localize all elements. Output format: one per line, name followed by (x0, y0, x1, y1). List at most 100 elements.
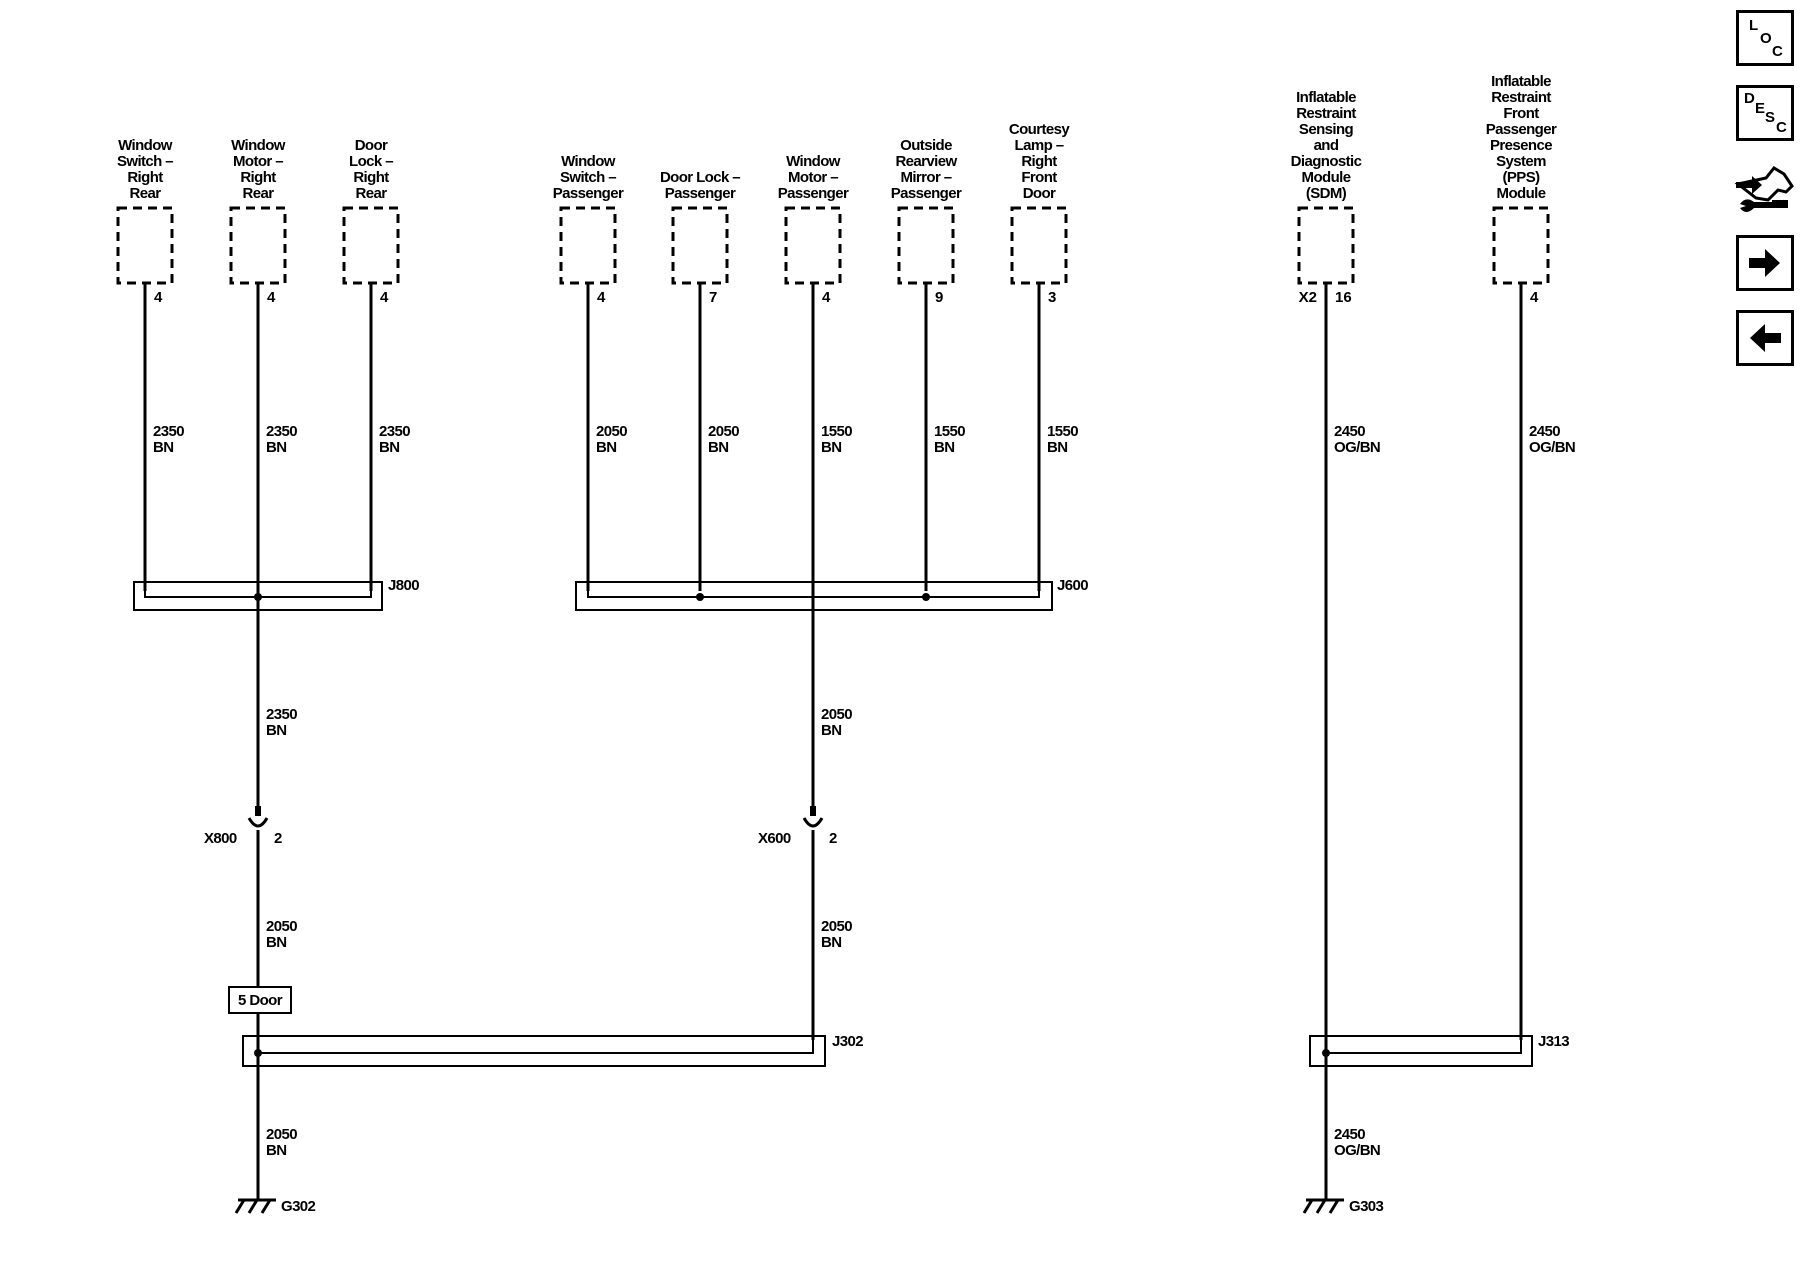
component-box (784, 206, 842, 285)
svg-text:1550: 1550 (1047, 423, 1078, 440)
component-label-line: Right (1021, 153, 1057, 170)
ground-label: G302 (281, 1198, 316, 1215)
splice-pack-j800: J800 (133, 577, 420, 611)
component-label-line: Right (240, 169, 276, 186)
location-button[interactable]: L O C (1736, 10, 1794, 66)
component-label-line: Outside (900, 137, 952, 154)
svg-text:2050: 2050 (821, 706, 852, 723)
connector-name: X600 (758, 830, 791, 847)
component-label-line: Door Lock – (660, 169, 740, 186)
component-pin: 16 (1335, 289, 1352, 306)
component-label-line: Passenger (665, 185, 736, 202)
splice-pack-j302: J302 (242, 1033, 864, 1067)
component-box (559, 206, 617, 285)
component-pin: 4 (597, 289, 606, 306)
component-label-line: Rear (243, 185, 275, 202)
component-label-line: Motor – (788, 169, 838, 186)
component-pin: 9 (935, 289, 943, 306)
loc-letter-c: C (1772, 43, 1783, 60)
component-label-line: Lock – (349, 153, 393, 170)
component-label-line: Switch – (560, 169, 616, 186)
svg-text:BN: BN (596, 439, 616, 456)
component-label-line: and (1314, 137, 1339, 154)
inline-connector-x600: X600 2 (758, 806, 837, 847)
component-label-line: System (1496, 153, 1546, 170)
component-label-line: Inflatable (1296, 89, 1356, 106)
component-label-line: Courtesy (1009, 121, 1070, 138)
component-label-line: Window (786, 153, 841, 170)
component-pin: 4 (380, 289, 389, 306)
svg-text:2350: 2350 (153, 423, 184, 440)
splice-pack-j313: J313 (1309, 1033, 1570, 1067)
svg-text:2050: 2050 (266, 918, 297, 935)
component-box (897, 206, 955, 285)
svg-text:2350: 2350 (379, 423, 410, 440)
desc-letter-e: E (1755, 100, 1766, 117)
svg-text:2450: 2450 (1334, 423, 1365, 440)
svg-text:OG/BN: OG/BN (1334, 439, 1380, 456)
splice-label: J313 (1538, 1033, 1569, 1050)
connector-pin: 2 (829, 830, 837, 847)
connector-wrench-icon[interactable] (1732, 160, 1796, 220)
splice-label: J600 (1057, 577, 1088, 594)
next-page-button[interactable] (1736, 235, 1794, 291)
svg-text:2350: 2350 (266, 423, 297, 440)
ground-g303: G303 (1302, 1198, 1384, 1215)
svg-text:OG/BN: OG/BN (1529, 439, 1575, 456)
option-box: 5 Door (228, 986, 292, 1014)
component-label-line: Motor – (233, 153, 283, 170)
svg-text:1550: 1550 (821, 423, 852, 440)
svg-text:2050: 2050 (596, 423, 627, 440)
component-label-line: Module (1302, 169, 1351, 186)
component-label-line: Mirror – (900, 169, 951, 186)
component-label-line: Module (1497, 185, 1546, 202)
svg-text:1550: 1550 (934, 423, 965, 440)
component-label-line: Switch – (117, 153, 173, 170)
component: InflatableRestraintSensingandDiagnosticM… (1291, 89, 1363, 306)
svg-text:BN: BN (153, 439, 173, 456)
description-button[interactable]: D E S C (1736, 85, 1794, 141)
component-box (1492, 206, 1550, 285)
loc-letter-o: O (1760, 30, 1772, 47)
connector-name: X800 (204, 830, 237, 847)
svg-text:BN: BN (266, 722, 286, 739)
splice-label: J302 (832, 1033, 863, 1050)
option-box-label: 5 Door (238, 992, 283, 1009)
component-box (1297, 206, 1355, 285)
loc-letter-l: L (1749, 17, 1759, 34)
component-label-line: Inflatable (1491, 73, 1551, 90)
component-label-line: (PPS) (1502, 169, 1540, 186)
component-label-line: Door (1023, 185, 1056, 202)
svg-text:BN: BN (821, 934, 841, 951)
component-label-line: Presence (1490, 137, 1552, 154)
previous-page-button[interactable] (1736, 310, 1794, 366)
component-label-line: Rear (356, 185, 388, 202)
arrow-right-icon (1749, 249, 1780, 277)
splice-pack-j600: J600 (575, 577, 1089, 611)
svg-text:BN: BN (934, 439, 954, 456)
svg-text:BN: BN (379, 439, 399, 456)
svg-text:BN: BN (266, 1142, 286, 1159)
component-label-line: Lamp – (1015, 137, 1064, 154)
component-label-line: Restraint (1491, 89, 1551, 106)
